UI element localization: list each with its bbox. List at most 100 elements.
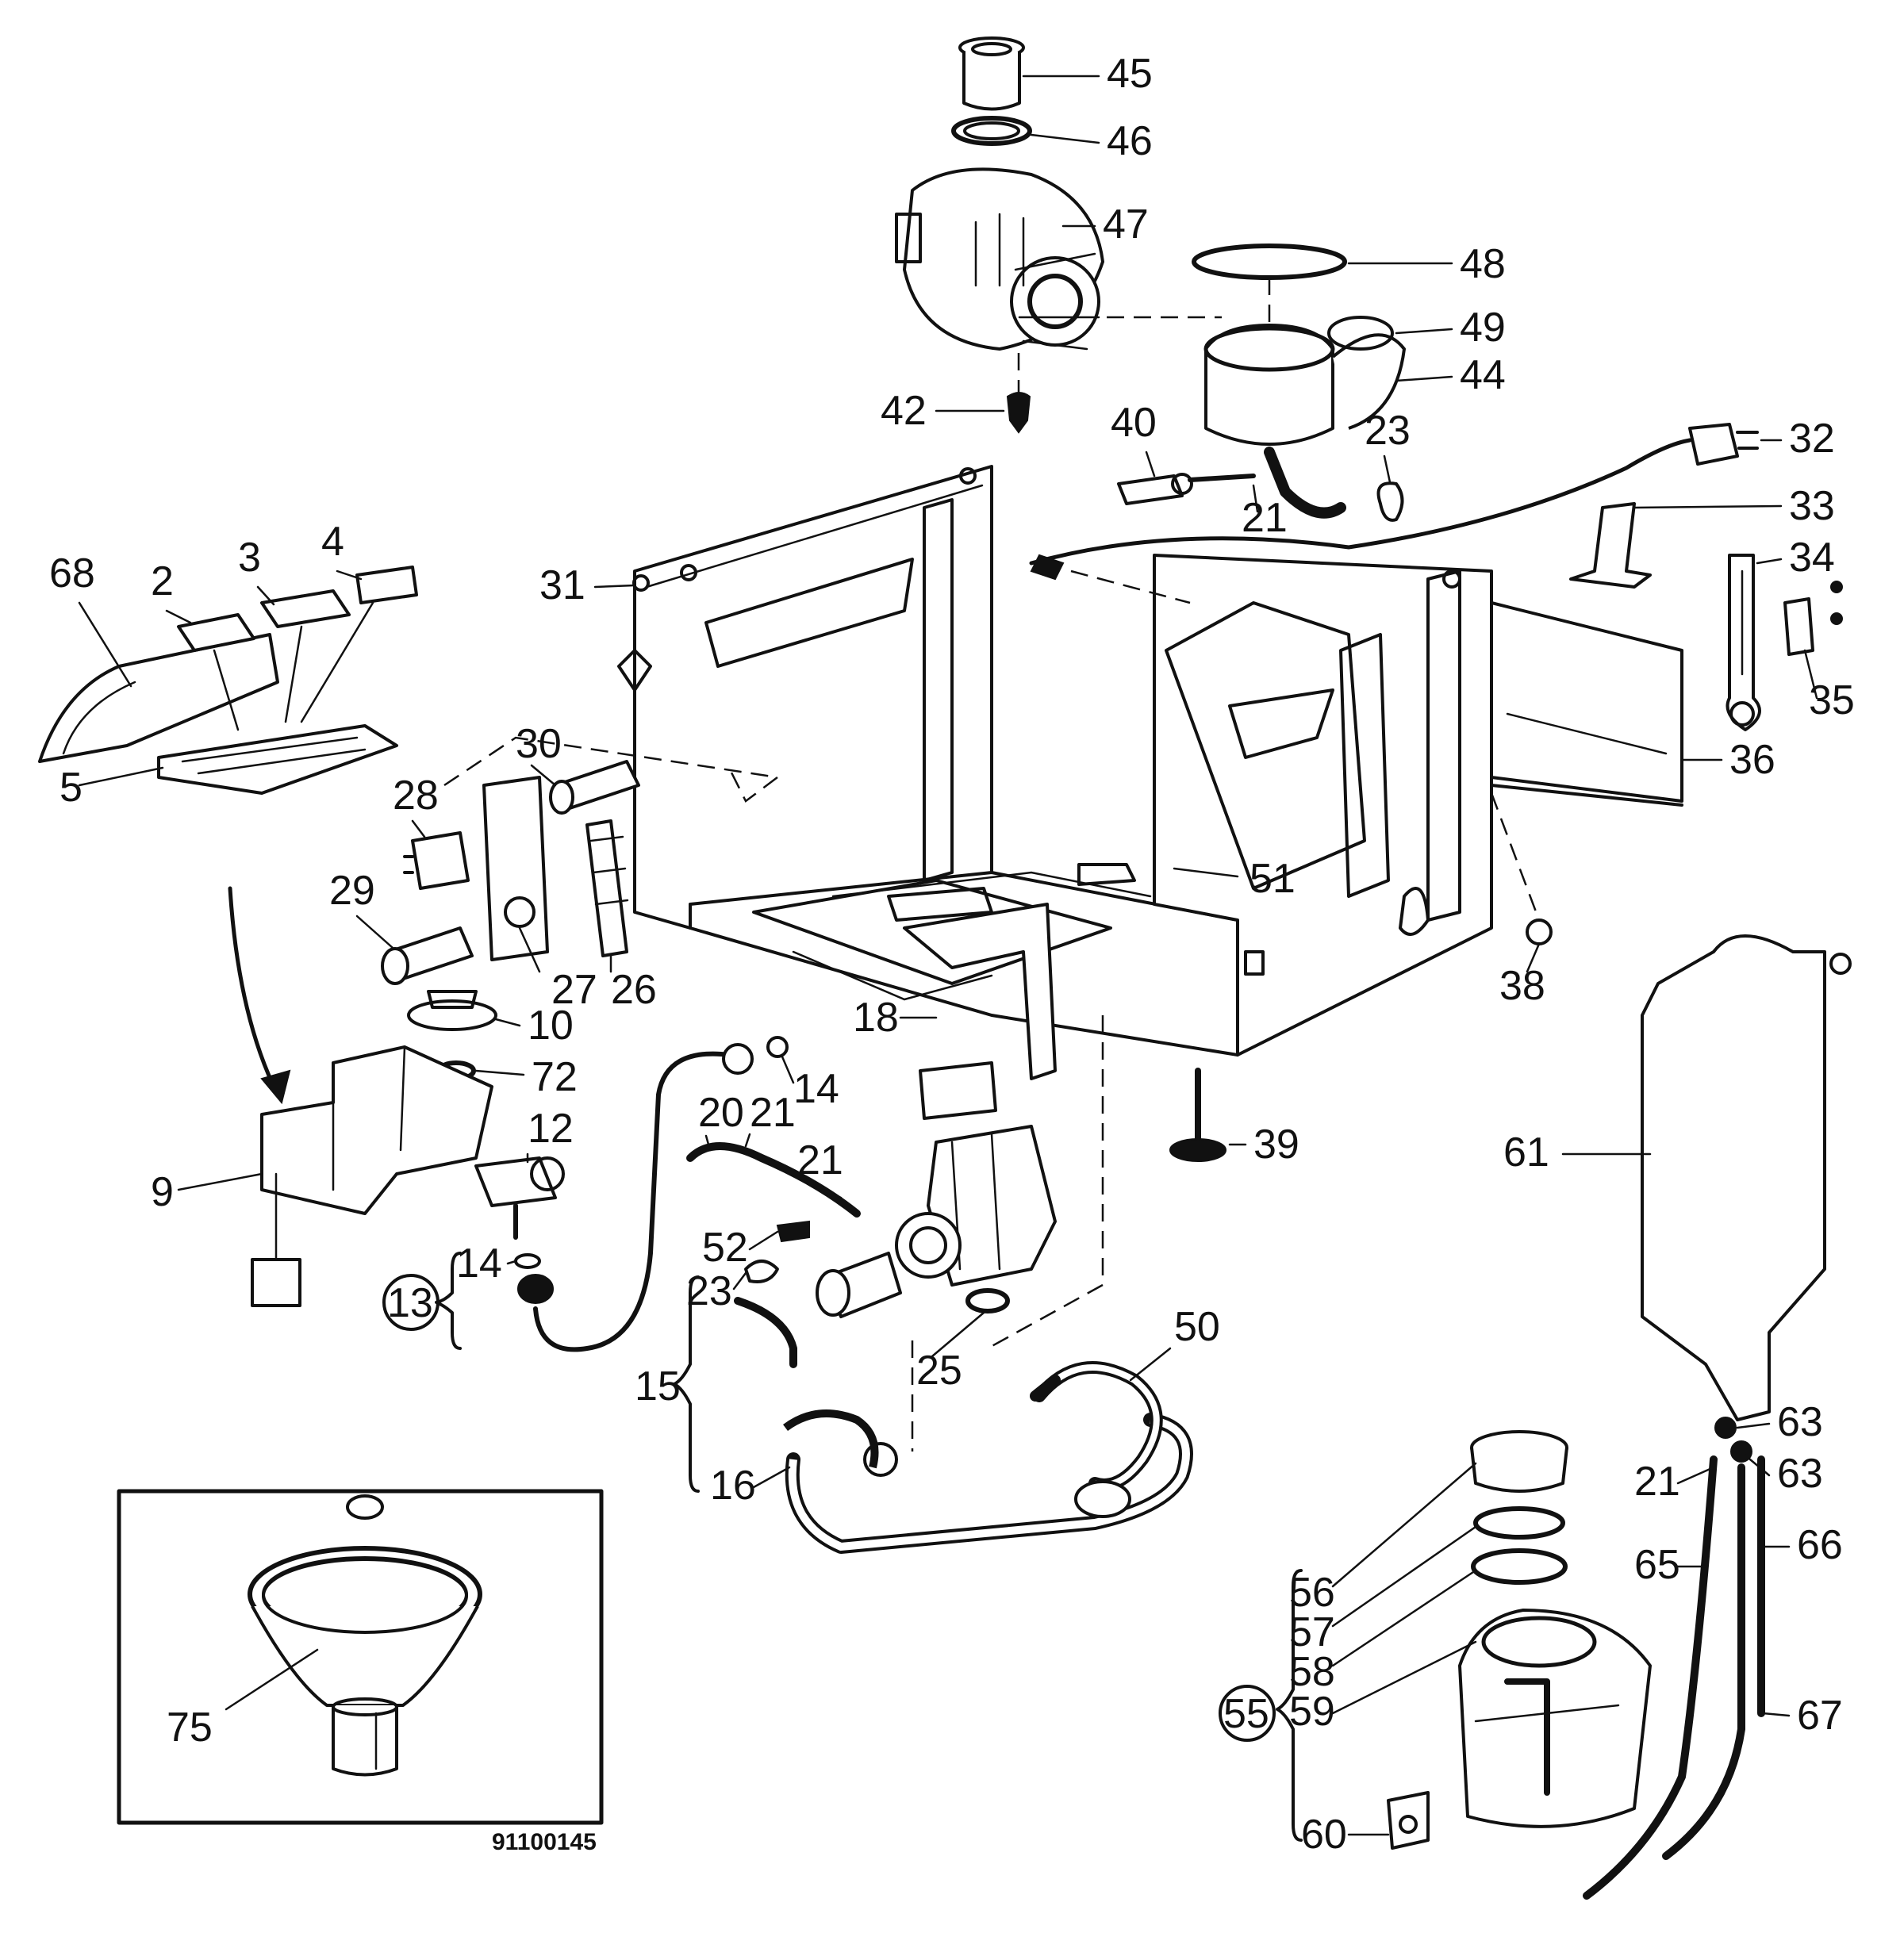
leader-line-28 — [411, 819, 426, 838]
part-label-26: 26 — [611, 967, 657, 1013]
leader-line-46 — [1030, 133, 1100, 144]
part-label-18: 18 — [853, 995, 899, 1041]
part-label-29: 29 — [329, 868, 375, 914]
leader-line-59 — [1331, 1640, 1477, 1715]
leader-line-50 — [1129, 1347, 1172, 1382]
leader-lines — [78, 75, 1818, 1836]
leader-line-63a — [1736, 1422, 1771, 1429]
part-label-21d: 21 — [1634, 1459, 1680, 1505]
part-label-2: 2 — [151, 558, 174, 604]
leader-line-57 — [1331, 1525, 1477, 1628]
part-label-34: 34 — [1789, 535, 1835, 581]
leader-line-21c — [812, 1184, 843, 1199]
part-label-14a: 14 — [793, 1066, 839, 1112]
leader-line-29 — [355, 915, 394, 949]
door-hinge-group — [1169, 502, 1843, 1162]
leader-line-30 — [530, 764, 557, 787]
leader-line-51 — [1173, 867, 1239, 878]
part-label-56: 56 — [1289, 1570, 1335, 1616]
part-label-33: 33 — [1789, 483, 1835, 529]
circled-group-marker-13 — [382, 1274, 440, 1331]
leader-line-52 — [748, 1230, 779, 1251]
leader-line-27 — [518, 926, 541, 973]
part-label-28: 28 — [393, 773, 439, 819]
part-label-65: 65 — [1634, 1542, 1680, 1588]
part-label-36: 36 — [1729, 737, 1775, 783]
leader-line-10 — [494, 1018, 521, 1027]
part-label-63b: 63 — [1777, 1451, 1823, 1497]
leader-line-14b — [506, 1260, 517, 1265]
part-label-20: 20 — [698, 1090, 744, 1136]
part-label-15: 15 — [635, 1363, 681, 1409]
leader-line-14a — [780, 1053, 795, 1084]
leader-line-56 — [1331, 1462, 1477, 1588]
part-label-13: 13 — [387, 1280, 433, 1326]
leader-line-72 — [474, 1069, 525, 1076]
leader-line-44 — [1395, 375, 1453, 382]
leader-line-58 — [1331, 1569, 1477, 1667]
leader-line-68 — [78, 601, 132, 688]
part-label-48: 48 — [1460, 241, 1506, 287]
part-label-60: 60 — [1301, 1812, 1347, 1858]
leader-line-9 — [177, 1172, 263, 1191]
leader-line-67 — [1761, 1712, 1791, 1717]
leader-line-16 — [752, 1466, 791, 1489]
leader-line-5 — [78, 766, 164, 787]
part-label-23a: 23 — [1365, 408, 1411, 454]
part-label-12: 12 — [528, 1106, 574, 1152]
part-label-40: 40 — [1111, 400, 1157, 446]
part-label-44: 44 — [1460, 352, 1506, 398]
leader-line-21b — [744, 1133, 751, 1148]
part-label-68: 68 — [49, 550, 95, 596]
part-label-38: 38 — [1499, 963, 1545, 1009]
part-label-5: 5 — [60, 765, 83, 811]
part-label-25: 25 — [916, 1348, 962, 1394]
part-label-57: 57 — [1289, 1609, 1335, 1655]
leader-line-3 — [256, 585, 275, 606]
part-label-4: 4 — [321, 519, 344, 565]
funnel-drawing — [248, 1494, 482, 1777]
part-label-55: 55 — [1223, 1691, 1269, 1737]
part-label-67: 67 — [1797, 1693, 1843, 1739]
drawing-code: 91100145 — [492, 1829, 597, 1855]
part-label-31: 31 — [539, 562, 585, 608]
part-label-58: 58 — [1289, 1649, 1335, 1695]
leader-line-21d — [1676, 1466, 1715, 1485]
part-label-35: 35 — [1809, 677, 1855, 723]
part-label-21b: 21 — [750, 1090, 796, 1136]
part-label-9: 9 — [151, 1169, 174, 1215]
circled-group-marker-55 — [1219, 1685, 1276, 1742]
part-label-32: 32 — [1789, 416, 1835, 462]
leader-line-75 — [225, 1648, 319, 1711]
part-label-63a: 63 — [1777, 1399, 1823, 1445]
part-label-14b: 14 — [456, 1241, 502, 1287]
part-label-59: 59 — [1289, 1689, 1335, 1735]
part-label-51: 51 — [1250, 856, 1296, 902]
softener-group — [1387, 934, 1852, 1900]
part-label-49: 49 — [1460, 305, 1506, 351]
part-label-47: 47 — [1103, 201, 1149, 247]
part-label-23b: 23 — [686, 1268, 732, 1314]
inset-frame — [117, 1489, 604, 1825]
leader-line-35 — [1803, 649, 1818, 700]
part-label-61: 61 — [1503, 1129, 1549, 1175]
part-label-30: 30 — [516, 721, 562, 767]
leader-line-33 — [1633, 504, 1783, 509]
part-label-39: 39 — [1253, 1122, 1299, 1168]
part-label-21c: 21 — [797, 1137, 843, 1183]
leader-line-63b — [1744, 1454, 1771, 1477]
leader-line-31 — [593, 584, 636, 589]
leader-line-4 — [336, 569, 363, 581]
part-label-66: 66 — [1797, 1522, 1843, 1568]
part-label-21a: 21 — [1242, 495, 1288, 541]
part-label-10: 10 — [528, 1003, 574, 1049]
leader-line-38 — [1526, 942, 1541, 973]
drain-pump-group — [686, 903, 1193, 1554]
leader-line-2 — [165, 609, 192, 624]
part-label-45: 45 — [1107, 51, 1153, 97]
part-label-72: 72 — [532, 1054, 578, 1100]
leader-line-23a — [1383, 454, 1392, 484]
